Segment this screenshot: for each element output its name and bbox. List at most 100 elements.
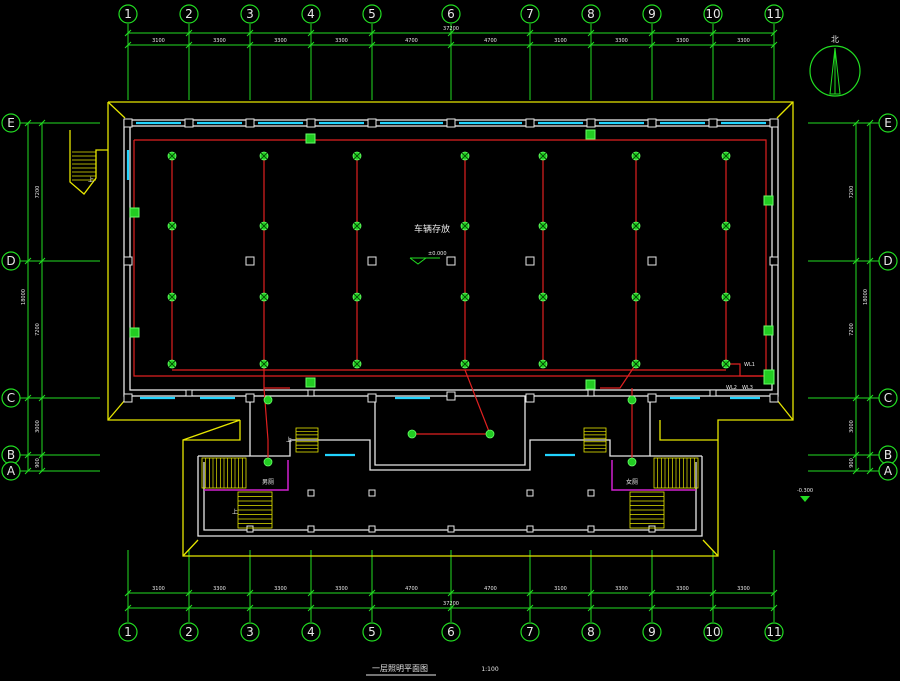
axis-bubble-bottom-2: 2 bbox=[179, 622, 199, 642]
ceiling-lamps bbox=[167, 151, 731, 467]
dim-label: 4700 bbox=[484, 586, 497, 592]
svg-text:4: 4 bbox=[307, 7, 315, 21]
ceiling-lamp bbox=[352, 151, 362, 161]
dim-label: 3300 bbox=[676, 38, 689, 44]
dim-label: 3300 bbox=[615, 38, 628, 44]
svg-text:11: 11 bbox=[766, 7, 781, 21]
axis-bubble-bottom-7: 7 bbox=[520, 622, 540, 642]
svg-text:6: 6 bbox=[447, 7, 455, 21]
axis-bubble-bottom-8: 8 bbox=[581, 622, 601, 642]
dim-label: 3300 bbox=[274, 586, 287, 592]
ceiling-lamp bbox=[259, 292, 269, 302]
stair-up-label: 上 bbox=[286, 436, 292, 444]
axis-bubble-left-E: E bbox=[1, 113, 21, 133]
drawing-title: 一层照明平面图 1:100 bbox=[366, 664, 499, 676]
dim-total: 18000 bbox=[21, 289, 27, 305]
axis-bubble-top-1: 1 bbox=[118, 4, 138, 24]
svg-text:-0.300: -0.300 bbox=[797, 488, 813, 494]
axis-bubble-bottom-11: 11 bbox=[764, 622, 784, 642]
axis-bubble-top-4: 4 bbox=[301, 4, 321, 24]
axis-bubble-bottom-9: 9 bbox=[642, 622, 662, 642]
axis-bubble-top-2: 2 bbox=[179, 4, 199, 24]
svg-text:1: 1 bbox=[124, 7, 132, 21]
axis-bubble-top-11: 11 bbox=[764, 4, 784, 24]
ceiling-lamp bbox=[460, 221, 470, 231]
svg-text:9: 9 bbox=[648, 7, 656, 21]
ceiling-lamp bbox=[631, 151, 641, 161]
dim-label: 3000 bbox=[849, 420, 855, 433]
dim-label: 7200 bbox=[849, 186, 855, 199]
axis-bubble-bottom-4: 4 bbox=[301, 622, 321, 642]
room-label: 车辆存放 bbox=[414, 223, 450, 235]
svg-text:C: C bbox=[884, 391, 892, 405]
ceiling-lamp bbox=[259, 151, 269, 161]
ceiling-lamp bbox=[259, 221, 269, 231]
axis-bubble-top-9: 9 bbox=[642, 4, 662, 24]
svg-text:1: 1 bbox=[124, 625, 132, 639]
svg-text:E: E bbox=[884, 116, 892, 130]
svg-text:9: 9 bbox=[648, 625, 656, 639]
axis-bubble-top-7: 7 bbox=[520, 4, 540, 24]
svg-text:5: 5 bbox=[368, 7, 376, 21]
svg-text:8: 8 bbox=[587, 625, 595, 639]
axis-bubble-top-3: 3 bbox=[240, 4, 260, 24]
dim-label: 7200 bbox=[35, 186, 41, 199]
stair-left-exterior bbox=[69, 130, 108, 195]
ceiling-lamp bbox=[460, 359, 470, 369]
building-outline bbox=[107, 101, 794, 557]
axis-bubble-left-B: B bbox=[1, 445, 21, 465]
ceiling-lamp bbox=[538, 359, 548, 369]
ceiling-lamp bbox=[721, 221, 731, 231]
axis-bubble-top-5: 5 bbox=[362, 4, 382, 24]
svg-text:A: A bbox=[7, 464, 16, 478]
ceiling-lamp bbox=[263, 395, 273, 405]
axis-bubble-top-8: 8 bbox=[581, 4, 601, 24]
svg-text:C: C bbox=[7, 391, 15, 405]
svg-text:B: B bbox=[884, 448, 892, 462]
dim-label: 3100 bbox=[554, 586, 567, 592]
svg-text:5: 5 bbox=[368, 625, 376, 639]
dim-label: 3300 bbox=[335, 586, 348, 592]
svg-text:A: A bbox=[884, 464, 893, 478]
ceiling-lamp bbox=[631, 359, 641, 369]
ceiling-lamp bbox=[352, 221, 362, 231]
dimension-lines: 3100 3300 3300 3300 4700 4700 3100 3300 3300 3300… bbox=[21, 26, 874, 612]
ceiling-lamp bbox=[167, 221, 177, 231]
lighting-circuits bbox=[133, 139, 767, 462]
ceiling-lamp bbox=[259, 359, 269, 369]
axis-bubble-bottom-6: 6 bbox=[441, 622, 461, 642]
dim-label: 3300 bbox=[213, 586, 226, 592]
fixture-tag-2: WL2 bbox=[726, 385, 737, 391]
svg-text:3: 3 bbox=[246, 7, 254, 21]
dim-label: 4700 bbox=[484, 38, 497, 44]
svg-text:B: B bbox=[7, 448, 15, 462]
svg-text:7: 7 bbox=[526, 625, 534, 639]
axis-bubble-left-C: C bbox=[1, 388, 21, 408]
axis-bubble-right-B: B bbox=[878, 445, 898, 465]
svg-text:11: 11 bbox=[766, 625, 781, 639]
stair-lower-left bbox=[201, 427, 699, 529]
columns bbox=[123, 118, 779, 533]
ceiling-lamp bbox=[627, 395, 637, 405]
ceiling-lamp bbox=[352, 359, 362, 369]
ceiling-lamp bbox=[167, 359, 177, 369]
ceiling-lamp bbox=[485, 429, 495, 439]
dim-label: 3100 bbox=[554, 38, 567, 44]
ceiling-lamp bbox=[631, 292, 641, 302]
axis-bubble-left-A: A bbox=[1, 461, 21, 481]
floor-level-marker: ±0.000 bbox=[409, 251, 447, 265]
wall-lamps bbox=[129, 129, 775, 390]
dim-label: 3300 bbox=[615, 586, 628, 592]
exterior-level-marker: -0.300 bbox=[797, 488, 813, 502]
dim-label: 4700 bbox=[405, 38, 418, 44]
dim-label: 3300 bbox=[737, 38, 750, 44]
ceiling-lamp bbox=[167, 151, 177, 161]
svg-text:±0.000: ±0.000 bbox=[428, 251, 447, 257]
title-scale: 1:100 bbox=[481, 666, 498, 673]
windows bbox=[126, 121, 766, 457]
ceiling-lamp bbox=[352, 292, 362, 302]
dim-label: 4700 bbox=[405, 586, 418, 592]
